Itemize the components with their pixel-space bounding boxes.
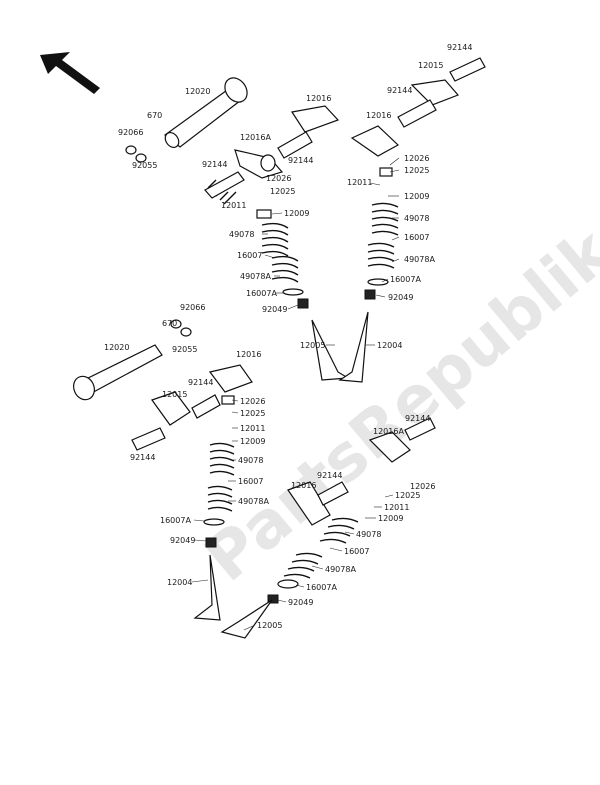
part-label: 12016 [306, 94, 331, 103]
part-label: 16007A [390, 275, 421, 284]
part-label: 12025 [270, 187, 295, 196]
part-label: 16007 [404, 233, 429, 242]
upper-rocker-shaft-1 [204, 171, 245, 205]
part-labels: 92144 12015 92144 12016 12026 12025 1201… [104, 43, 472, 630]
upper-camshaft [125, 77, 248, 163]
part-label: 12016A [373, 427, 404, 436]
part-label: 92066 [180, 303, 205, 312]
part-label: 12009 [378, 514, 403, 523]
part-label: 670 [147, 111, 162, 120]
part-label: 92055 [132, 161, 157, 170]
part-label: 92049 [262, 305, 287, 314]
part-label: 92144 [405, 414, 430, 423]
part-label: 12016A [240, 133, 271, 142]
part-label: 12025 [395, 491, 420, 500]
part-label: 49078A [404, 255, 435, 264]
upper-rocker-arm-center [291, 105, 340, 133]
part-label: 12015 [162, 390, 187, 399]
part-label: 92049 [170, 536, 195, 545]
lower-rocker-arm-center [208, 364, 253, 393]
upper-rocker-shaft-3 [397, 99, 437, 128]
part-label: 12025 [240, 409, 265, 418]
lower-rocker-shaft-2 [191, 394, 221, 419]
lower-center-rocker-arm [287, 481, 331, 526]
part-label: 12025 [404, 166, 429, 175]
part-label: 92066 [118, 128, 143, 137]
lower-left-valve-stack [193, 395, 235, 621]
part-label: 12016 [291, 481, 316, 490]
part-label: 670 [162, 319, 177, 328]
part-label: 92144 [202, 160, 227, 169]
upper-right-valve-stack [338, 167, 399, 383]
part-label: 12009 [240, 437, 265, 446]
part-label: 92144 [447, 43, 472, 52]
part-label: 92144 [130, 453, 155, 462]
part-label: 49078 [238, 456, 263, 465]
part-label: 49078 [356, 530, 381, 539]
lower-rocker-shaft-1 [131, 427, 166, 451]
part-label: 49078 [404, 214, 429, 223]
part-label: 12026 [240, 397, 265, 406]
part-label: 12004 [167, 578, 192, 587]
part-label: 16007A [160, 516, 191, 525]
part-label: 16007A [306, 583, 337, 592]
part-label: 12020 [104, 343, 129, 352]
part-label: 12009 [404, 192, 429, 201]
part-label: 12011 [384, 503, 409, 512]
part-label: 16007 [344, 547, 369, 556]
part-label: 12004 [377, 341, 402, 350]
part-label: 16007 [238, 477, 263, 486]
part-label: 12026 [266, 174, 291, 183]
part-label: 49078A [240, 272, 271, 281]
part-label: 92049 [288, 598, 313, 607]
lower-right-rocker-shaft [404, 417, 436, 441]
upper-rocker-shaft-2 [277, 131, 313, 159]
part-label: 12011 [240, 424, 265, 433]
part-label: 12011 [221, 201, 246, 210]
part-label: 12026 [410, 482, 435, 491]
lower-right-rocker-arm [368, 431, 411, 463]
part-label: 92144 [317, 471, 342, 480]
part-label: 12015 [418, 61, 443, 70]
upper-rocker-shaft-4 [449, 57, 486, 82]
part-label: 12011 [347, 178, 372, 187]
upper-rocker-arm-right [350, 125, 400, 157]
part-label: 49078A [238, 497, 269, 506]
part-label: 12016 [366, 111, 391, 120]
part-label: 16007A [246, 289, 277, 298]
part-label: 92144 [387, 86, 412, 95]
part-label: 92144 [288, 156, 313, 165]
part-label: 12020 [185, 87, 210, 96]
part-label: 92144 [188, 378, 213, 387]
part-label: 92055 [172, 345, 197, 354]
part-label: 12009 [284, 209, 309, 218]
top-rocker-arm [410, 79, 460, 106]
upper-rocker-arm-left [234, 149, 284, 179]
lower-center-rocker-shaft [317, 481, 349, 506]
lower-camshaft [73, 319, 192, 401]
lower-right-valve-stack [220, 517, 359, 639]
lower-rocker-arm-left [151, 391, 191, 426]
part-label: 49078A [325, 565, 356, 574]
part-label: 12026 [404, 154, 429, 163]
part-label: 16007 [237, 251, 262, 260]
part-label: 12016 [236, 350, 261, 359]
part-label: 92049 [388, 293, 413, 302]
part-label: 49078 [229, 230, 254, 239]
front-direction-arrow-icon [40, 52, 100, 94]
leader-lines [191, 157, 400, 631]
part-label: 12005 [257, 621, 282, 630]
part-label: 12005 [300, 341, 325, 350]
